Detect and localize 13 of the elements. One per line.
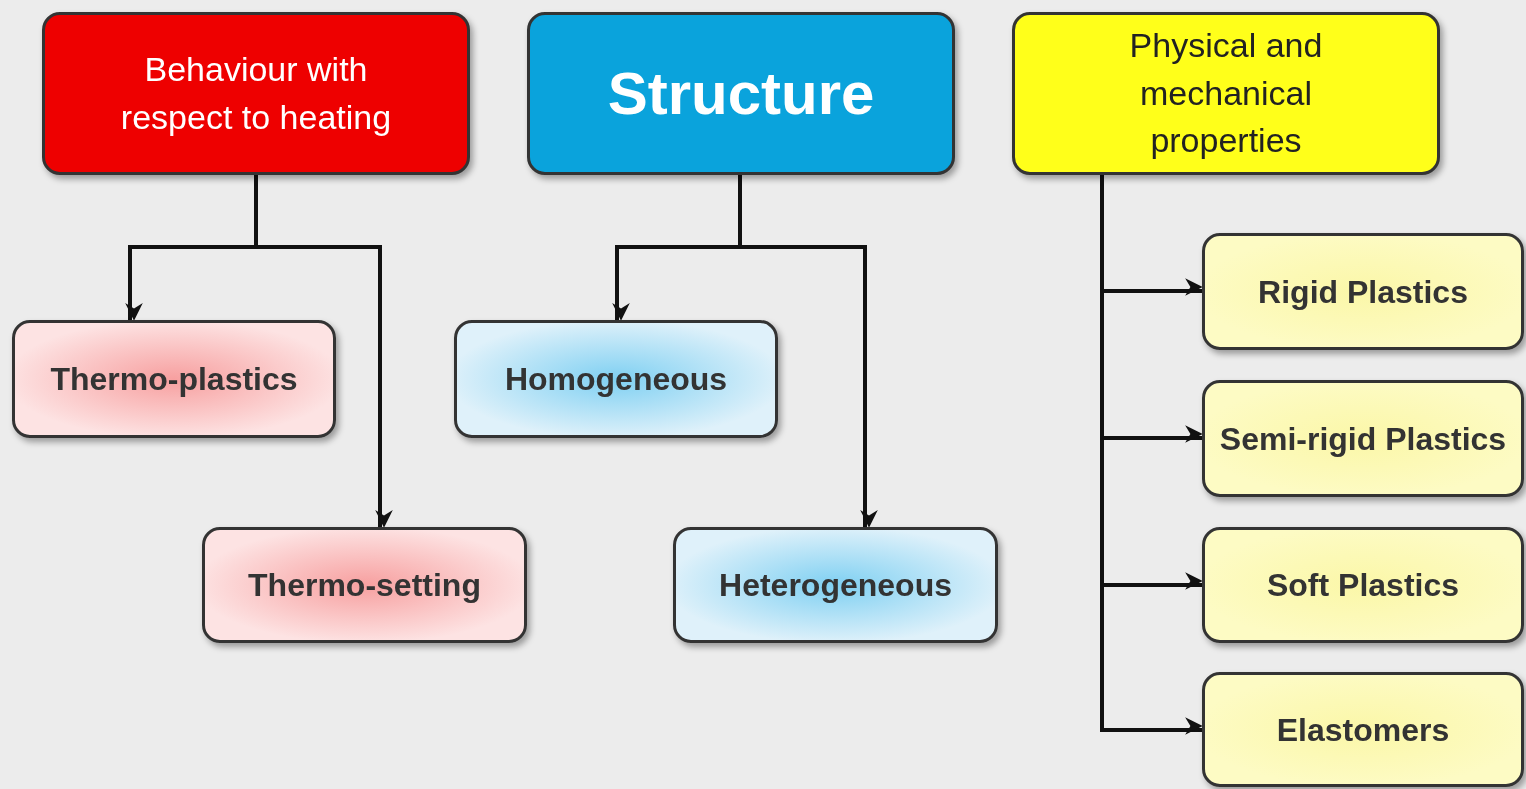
type-box: Heterogeneous <box>673 527 998 643</box>
type-box: Rigid Plastics <box>1202 233 1524 350</box>
category-box: Behaviour with respect to heating <box>42 12 470 175</box>
arrow <box>254 175 393 528</box>
type-box: Thermo-setting <box>202 527 527 643</box>
type-box: Homogeneous <box>454 320 778 438</box>
type-box: Semi-rigid Plastics <box>1202 380 1524 497</box>
type-box: Soft Plastics <box>1202 527 1524 643</box>
category-box: Structure <box>527 12 955 175</box>
type-box: Elastomers <box>1202 672 1524 787</box>
type-box: Thermo-plastics <box>12 320 336 438</box>
category-box: Physical and mechanical properties <box>1012 12 1440 175</box>
arrow <box>738 175 878 528</box>
